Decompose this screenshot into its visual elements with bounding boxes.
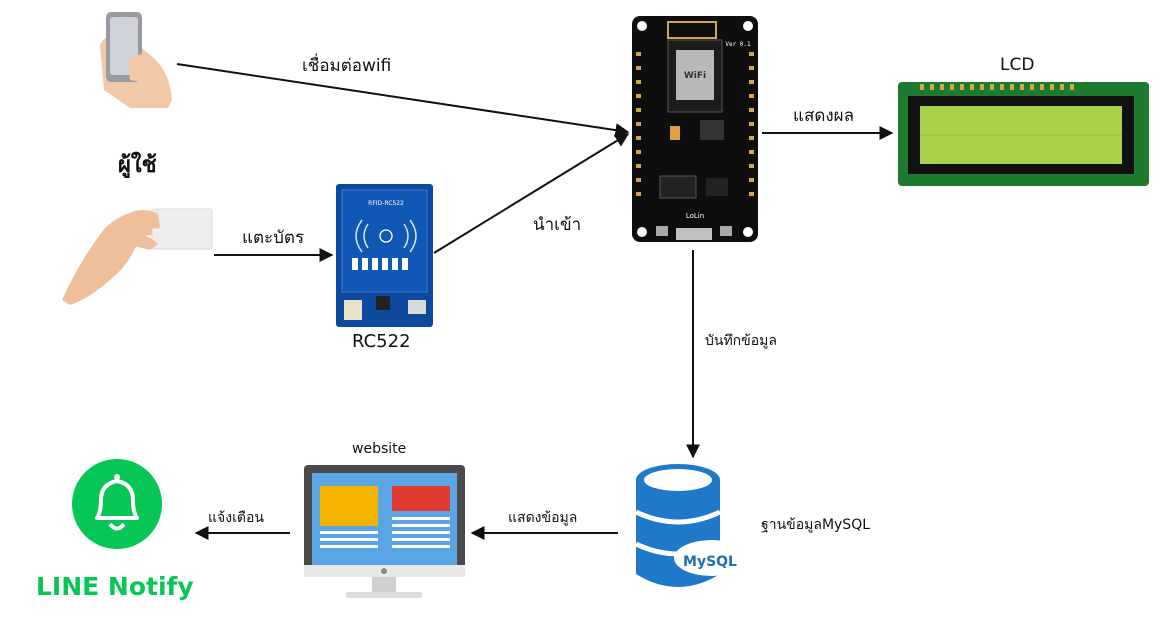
nodemcu-board-text: LoLin (686, 212, 704, 220)
phone-hand-icon (100, 12, 172, 108)
user-label: ผู้ใช้ (118, 153, 157, 178)
save-data-label: บันทึกข้อมูล (705, 333, 777, 349)
mysql-logo-text: MySQL (683, 554, 737, 570)
website-monitor-icon (304, 465, 465, 598)
connect-wifi-label: เชื่อมต่อwifi (302, 56, 392, 76)
database-label: ฐานข้อมูลMySQL (761, 517, 871, 533)
arrow-wifi-to-board (176, 63, 630, 138)
rc522-label: RC522 (352, 331, 411, 352)
rc522-module-text: RFID-RC522 (368, 200, 404, 207)
import-label: นำเข้า (533, 215, 582, 235)
nodemcu-board-icon: WiFi Ver 0.1 LoLin (632, 16, 758, 242)
arrow-rc522-to-board (433, 133, 630, 254)
lcd-display-icon (898, 82, 1149, 186)
website-label: website (352, 441, 407, 457)
line-notify-logo (72, 459, 162, 549)
tap-card-label: แตะบัตร (242, 228, 305, 248)
wifi-chip-text: WiFi (684, 71, 706, 81)
board-version-text: Ver 0.1 (725, 41, 751, 48)
show-data-label: แสดงข้อมูล (508, 510, 578, 526)
lcd-label: LCD (1000, 55, 1035, 75)
card-hand-icon (62, 208, 213, 305)
rc522-module-icon: RFID-RC522 (336, 184, 433, 327)
mysql-database-icon: MySQL (634, 464, 750, 587)
display-label: แสดงผล (793, 106, 855, 126)
notify-label: แจ้งเตือน (208, 510, 264, 526)
line-notify-label: LINE Notify (36, 572, 194, 601)
